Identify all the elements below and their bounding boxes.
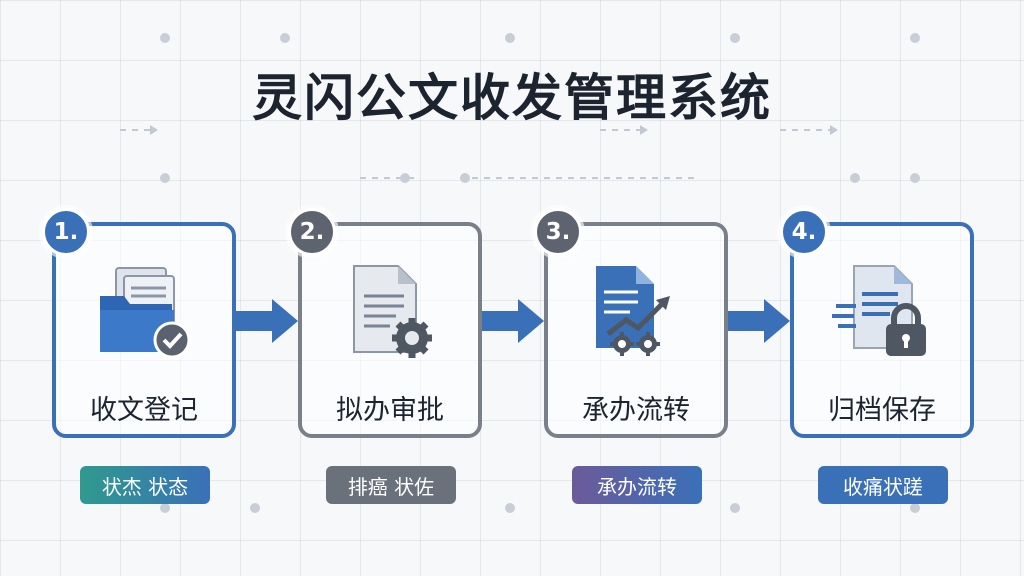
flow-arrow-icon: [236, 299, 298, 343]
document-gear-icon: [353, 265, 432, 358]
step-label: 收文登记: [90, 395, 198, 426]
flow-arrow-icon: [728, 299, 790, 343]
step-card-4: 4. 归档保存: [780, 208, 974, 438]
folder-check-icon: [100, 267, 191, 359]
status-badge-2: 排癌 状佐: [326, 466, 456, 504]
page-title: 灵闪公文收发管理系统: [252, 69, 772, 127]
step-number: 2.: [288, 208, 336, 256]
step-label: 承办流转: [582, 395, 690, 426]
document-chart-gear-icon: [596, 266, 670, 356]
status-badge-3: 承办流转: [572, 466, 702, 504]
step-number: 1.: [42, 208, 90, 256]
document-lock-icon: [832, 265, 926, 356]
step-label: 拟办审批: [336, 395, 444, 426]
step-card-1: 1. 收文登记: [42, 208, 236, 438]
flow-arrow-icon: [482, 299, 544, 343]
step-number: 4.: [780, 208, 828, 256]
step-number: 3.: [534, 208, 582, 256]
status-badge-4: 收痛状蹉: [818, 466, 948, 504]
step-card-2: 2. 拟办审批: [288, 208, 482, 438]
status-badge-1: 状杰 状态: [80, 466, 210, 504]
step-label: 归档保存: [828, 395, 936, 426]
step-card-3: 3. 承办流转: [534, 208, 728, 438]
